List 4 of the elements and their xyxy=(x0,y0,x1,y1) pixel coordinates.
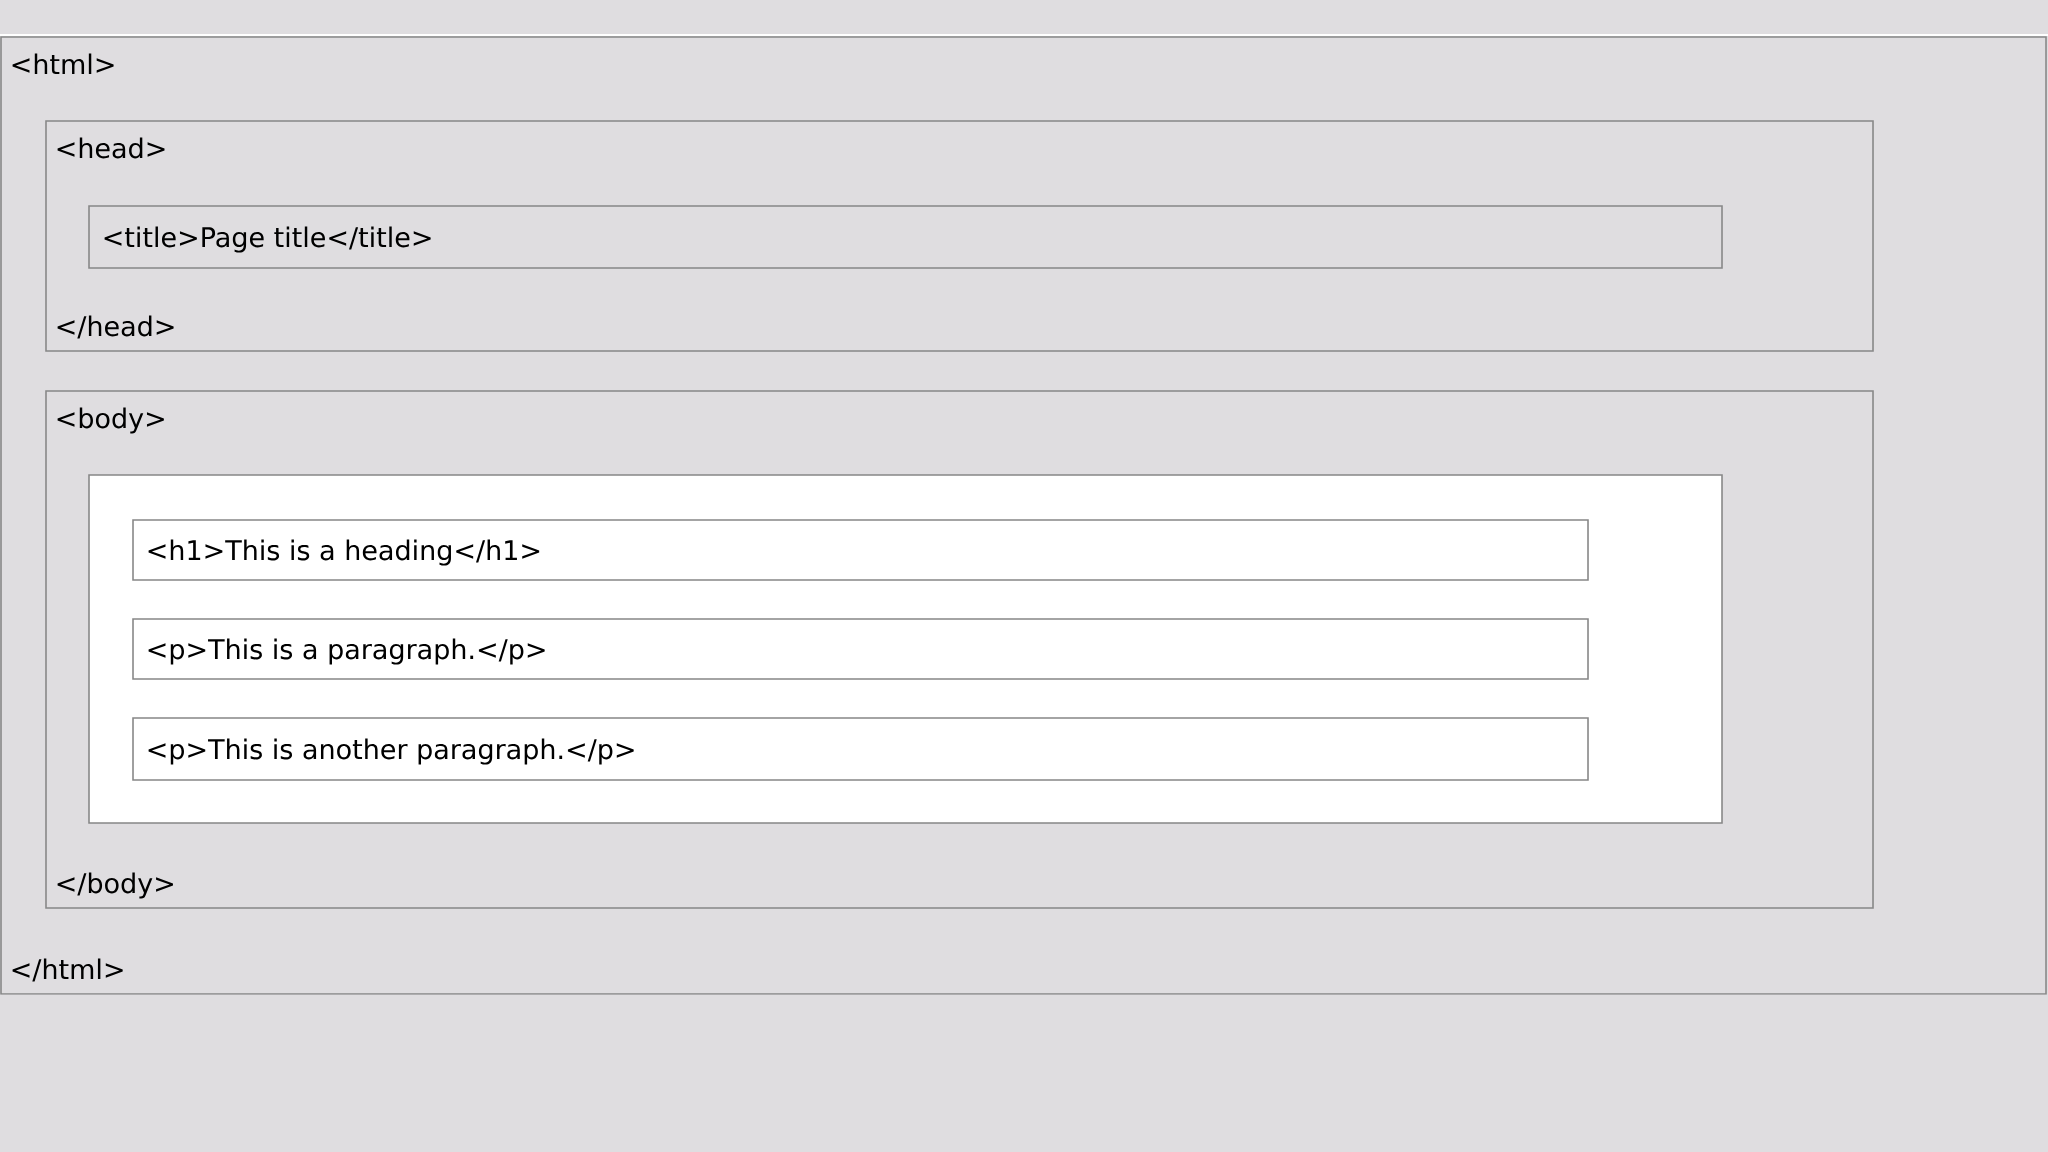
element-box: <h1>This is a heading</h1> xyxy=(132,519,1589,581)
element-box: <p>This is a paragraph.</p> xyxy=(132,618,1589,680)
element-box: <p>This is another paragraph.</p> xyxy=(132,717,1589,781)
element-box: <title>Page title</title> xyxy=(88,205,1723,269)
